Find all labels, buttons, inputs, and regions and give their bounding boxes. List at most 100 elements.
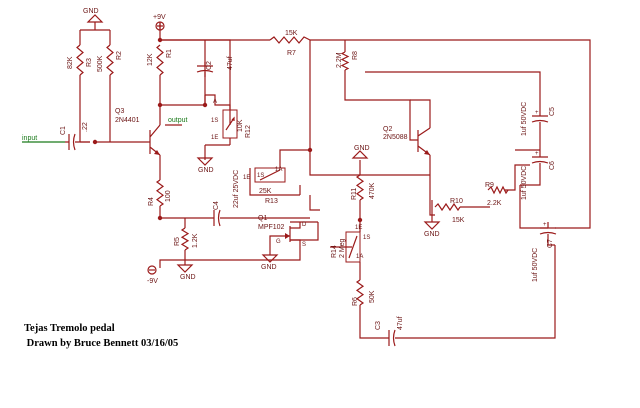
- junction-dot: [92, 139, 98, 145]
- r3-value: 82K: [67, 56, 74, 69]
- r5-ref: R5: [174, 237, 181, 246]
- junction-dot: [357, 217, 363, 223]
- r8-ref: R8: [352, 51, 359, 60]
- input-net-label: input: [22, 135, 37, 142]
- r11-value: 470K: [369, 182, 376, 199]
- c5-value: 1uf 50VDC: [521, 102, 528, 136]
- supply-symbols: +9V -9V GND GND GND GND GND GND: [83, 8, 441, 285]
- schematic-credit: Drawn by Bruce Bennett 03/16/05: [24, 338, 178, 349]
- resistor-r10: [434, 202, 461, 212]
- transistor-q3: [149, 124, 161, 156]
- c2-ref: C2: [206, 61, 213, 70]
- vminus-label: -9V: [147, 278, 158, 285]
- c6-ref: C6: [549, 161, 556, 170]
- c4-ref: C4: [213, 201, 220, 210]
- resistor-r8: [340, 51, 350, 71]
- pot-r14: [345, 231, 361, 263]
- r13-pin-1e: 1E: [243, 175, 250, 181]
- gnd-label-r12: GND: [198, 167, 214, 174]
- resistor-r2: [106, 44, 114, 76]
- c4-value: 22uf 25VDC: [233, 170, 240, 208]
- r13-ref: R13: [265, 198, 278, 205]
- r4-value: 100: [165, 190, 172, 202]
- q1-value: MPF102: [258, 224, 285, 231]
- q3-value: 2N4401: [115, 117, 140, 124]
- pot-r13: [254, 167, 286, 183]
- r2-value: 500K: [97, 55, 104, 72]
- q2-ref: Q2: [383, 126, 392, 133]
- resistor-r7: [269, 36, 311, 44]
- c7-plus: +: [543, 222, 547, 228]
- r7-ref: R7: [287, 50, 296, 57]
- r14-pin-1s: 1S: [363, 235, 370, 241]
- vplus-label: +9V: [153, 14, 166, 21]
- junction-dot: [307, 147, 313, 153]
- c7-ref: C7: [547, 239, 554, 248]
- resistors: R3 82K R2 500K R1 12K R4 100 R5 1.2K R7 …: [67, 30, 509, 306]
- resistor-r11: [355, 174, 365, 201]
- r13-value: 25K: [259, 188, 272, 195]
- r14-pin-1a: 1A: [356, 254, 363, 260]
- gnd-label-top: GND: [83, 8, 99, 15]
- r14-ref: R14: [331, 245, 338, 258]
- r1-value: 12K: [147, 53, 154, 66]
- r10-value: 15K: [452, 217, 465, 224]
- resistor-r6: [355, 279, 365, 306]
- r10-ref: R10: [450, 198, 463, 205]
- r5-value: 1.2K: [192, 233, 199, 248]
- r1-ref: R1: [166, 49, 173, 58]
- junction-dot: [157, 37, 163, 43]
- c1-value: .22: [82, 122, 89, 132]
- c1-ref: C1: [60, 126, 67, 135]
- output-net-label: output: [168, 117, 188, 124]
- r14-value: 2 Meg: [339, 238, 346, 258]
- r12-pin-a: A: [213, 99, 217, 105]
- r7-value: 15K: [285, 30, 298, 37]
- c5-ref: C5: [549, 107, 556, 116]
- junctions: [92, 37, 363, 223]
- c3-value: 47uf: [397, 316, 404, 330]
- capacitor-c7: [539, 227, 557, 235]
- r12-pin-1e: 1E: [211, 135, 218, 141]
- q3-ref: Q3: [115, 108, 124, 115]
- capacitor-c6: [531, 156, 549, 164]
- c6-value: 1uf 50VDC: [521, 166, 528, 200]
- potentiometers: A 1S 1E R12 10K 1S 1A 1E 25K R13 1E 1S 1…: [211, 99, 370, 263]
- c3-ref: C3: [375, 321, 382, 330]
- q1-pin-g: G: [276, 239, 281, 245]
- r13-pin-1a: 1A: [275, 167, 282, 173]
- c7-value: 1uf 50VDC: [532, 248, 539, 282]
- transistors: Q3 2N4401 output Q2 2N5088 Q1 MPF102 D S…: [115, 99, 431, 248]
- resistor-r1: [156, 44, 164, 76]
- gnd-label-q1: GND: [261, 264, 277, 271]
- resistor-r9: [487, 185, 509, 195]
- q1-pin-s: S: [302, 242, 306, 248]
- schematic-title: Tejas Tremolo pedal: [24, 323, 115, 334]
- pot-r12: [222, 109, 238, 139]
- gnd-label-q2: GND: [424, 231, 440, 238]
- junction-dot: [157, 215, 163, 221]
- resistor-r5: [180, 227, 190, 251]
- q1-ref: Q1: [258, 215, 267, 222]
- q2-value: 2N5088: [383, 134, 408, 141]
- ground-icon: [86, 14, 104, 23]
- vplus-icon: [155, 21, 165, 31]
- resistor-r4: [155, 179, 165, 207]
- capacitors: C1 .22 C2 47uf C4 22uf 25VDC C3 47uf + C…: [60, 56, 557, 347]
- transistor-q2: [417, 127, 431, 156]
- capacitor-c3: [388, 329, 396, 347]
- r14-pin-1e: 1E: [355, 225, 362, 231]
- gnd-label-r11: GND: [354, 145, 370, 152]
- r9-value: 2.2K: [487, 200, 502, 207]
- c5-plus: +: [535, 110, 539, 116]
- r8-value: 2.2M: [336, 52, 343, 68]
- c2-value: 47uf: [227, 56, 234, 70]
- r6-value: 50K: [369, 290, 376, 303]
- ground-icon: [261, 254, 279, 263]
- r12-ref: R12: [245, 125, 252, 138]
- r4-ref: R4: [148, 197, 155, 206]
- ground-icon: [423, 221, 441, 230]
- r3-ref: R3: [86, 58, 93, 67]
- resistor-r3: [76, 44, 84, 76]
